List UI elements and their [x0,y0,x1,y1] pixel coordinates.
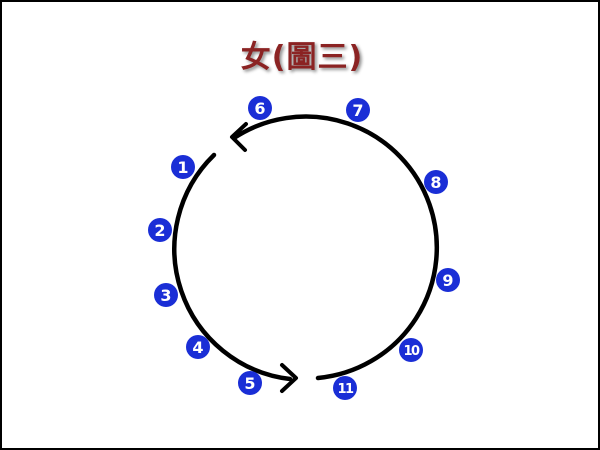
step-badge-circle [436,268,460,292]
step-badge-1: 1 [171,155,195,179]
step-badge-label: 8 [430,173,441,192]
step-badge-5: 5 [238,371,262,395]
step-badge-label: 2 [154,221,165,240]
step-badge-circle [333,376,357,400]
step-badge-circle [424,170,448,194]
step-badge-circle [248,96,272,120]
step-badge-9: 9 [436,268,460,292]
step-badge-10: 10 [399,338,423,362]
step-badge-label: 10 [403,344,420,359]
step-badge-circle [346,98,370,122]
step-badge-circle [171,155,195,179]
left-stroke-arc [172,152,293,382]
step-badge-circle [186,335,210,359]
diagram-title: 女(圖三) [240,40,364,75]
step-badge-circle [154,283,178,307]
step-badge-11: 11 [333,376,357,400]
step-badge-label: 6 [254,99,265,118]
step-badge-label: 7 [352,101,363,120]
right-stroke-arc [231,114,440,381]
step-badge-label: 5 [244,374,255,393]
arrowhead-bottom [280,363,298,393]
step-badge-3: 3 [154,283,178,307]
step-badge-circle [148,218,172,242]
step-badge-label: 11 [337,382,354,397]
step-badge-4: 4 [186,335,210,359]
step-badge-circle [238,371,262,395]
step-badge-2: 2 [148,218,172,242]
step-badge-7: 7 [346,98,370,122]
step-badge-6: 6 [248,96,272,120]
step-badge-8: 8 [424,170,448,194]
step-badge-circle [399,338,423,362]
step-badge-label: 9 [442,271,453,290]
step-badge-label: 1 [177,158,188,177]
arrowhead-top [230,122,248,152]
step-badge-label: 4 [192,338,203,357]
step-badge-label: 3 [160,286,171,305]
